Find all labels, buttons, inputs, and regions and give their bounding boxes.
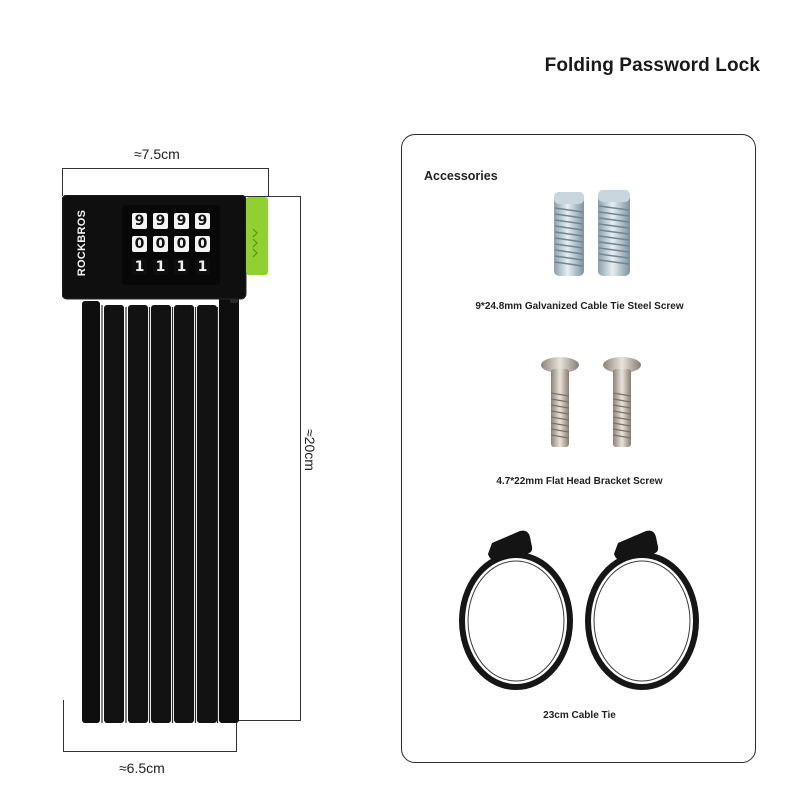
width-bottom-tick-left bbox=[63, 700, 64, 752]
page-title: Folding Password Lock bbox=[544, 55, 760, 76]
dial-digit: 9 bbox=[195, 213, 210, 229]
accessories-panel: Accessories bbox=[401, 134, 756, 763]
dial-digit-selected: 0 bbox=[153, 236, 168, 252]
dial-digit: 1 bbox=[132, 259, 147, 275]
accessories-heading: Accessories bbox=[424, 169, 498, 183]
bracket-screw-caption: 4.7*22mm Flat Head Bracket Screw bbox=[496, 476, 663, 487]
combination-dials[interactable]: 9 9 9 9 0 0 0 0 1 1 1 1 bbox=[128, 211, 218, 283]
width-top-label: ≈7.5cm bbox=[134, 146, 180, 162]
width-bottom-tick-right bbox=[236, 700, 237, 752]
width-bottom-line bbox=[63, 751, 237, 752]
steel-screw-caption: 9*24.8mm Galvanized Cable Tie Steel Scre… bbox=[475, 301, 684, 312]
width-top-tick-right bbox=[268, 168, 269, 196]
cable-tie-image bbox=[459, 530, 699, 690]
cable-tie-caption: 23cm Cable Tie bbox=[543, 710, 616, 721]
width-top-tick-left bbox=[62, 168, 63, 196]
dial-digit: 1 bbox=[153, 259, 168, 275]
bracket-screw-image bbox=[541, 357, 641, 447]
dial-digit: 9 bbox=[132, 213, 147, 229]
dial-digit: 9 bbox=[174, 213, 189, 229]
height-label: ≈20cm bbox=[302, 420, 318, 480]
dial-digit-selected: 0 bbox=[132, 236, 147, 252]
dial-digit-selected: 0 bbox=[195, 236, 210, 252]
height-line bbox=[300, 196, 301, 721]
brand-logo: ROCKBROS bbox=[76, 209, 88, 277]
folding-lock-image: ROCKBROS 9 9 9 9 0 0 0 0 1 1 1 1 bbox=[61, 194, 272, 725]
dial-digit-selected: 0 bbox=[174, 236, 189, 252]
height-bottom-tick bbox=[228, 720, 301, 721]
steel-screw-image bbox=[554, 190, 630, 276]
height-top-tick bbox=[228, 196, 301, 197]
width-top-line bbox=[62, 168, 269, 169]
dial-digit: 9 bbox=[153, 213, 168, 229]
dial-digit: 1 bbox=[195, 259, 210, 275]
width-bottom-label: ≈6.5cm bbox=[119, 760, 165, 776]
dial-digit: 1 bbox=[174, 259, 189, 275]
